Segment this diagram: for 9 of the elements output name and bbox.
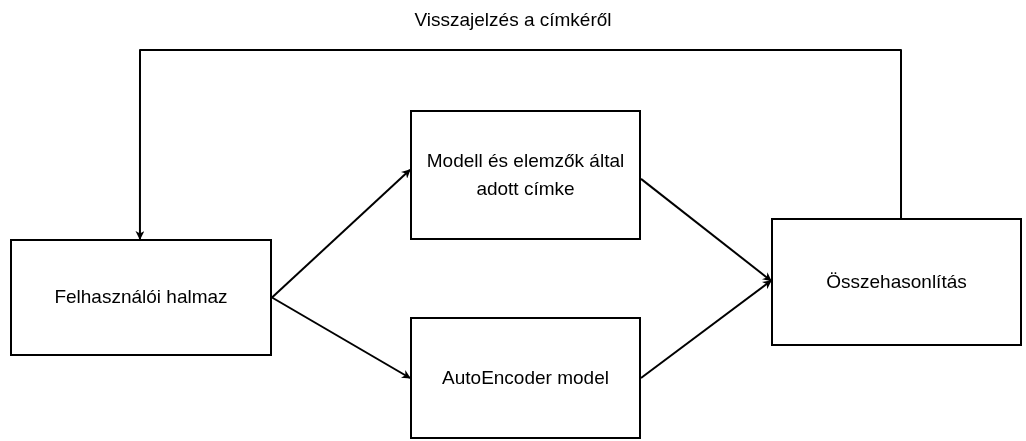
arrow (640, 279, 772, 379)
process-box: Felhasználói halmaz (10, 239, 272, 356)
arrow (271, 168, 411, 299)
arrow (640, 177, 772, 282)
process-box: Modell és elemzők által adott címke (410, 110, 641, 240)
process-box: Összehasonlítás (771, 218, 1022, 346)
process-box: AutoEncoder model (410, 317, 641, 439)
arrow (135, 49, 902, 240)
arrow (271, 296, 411, 379)
